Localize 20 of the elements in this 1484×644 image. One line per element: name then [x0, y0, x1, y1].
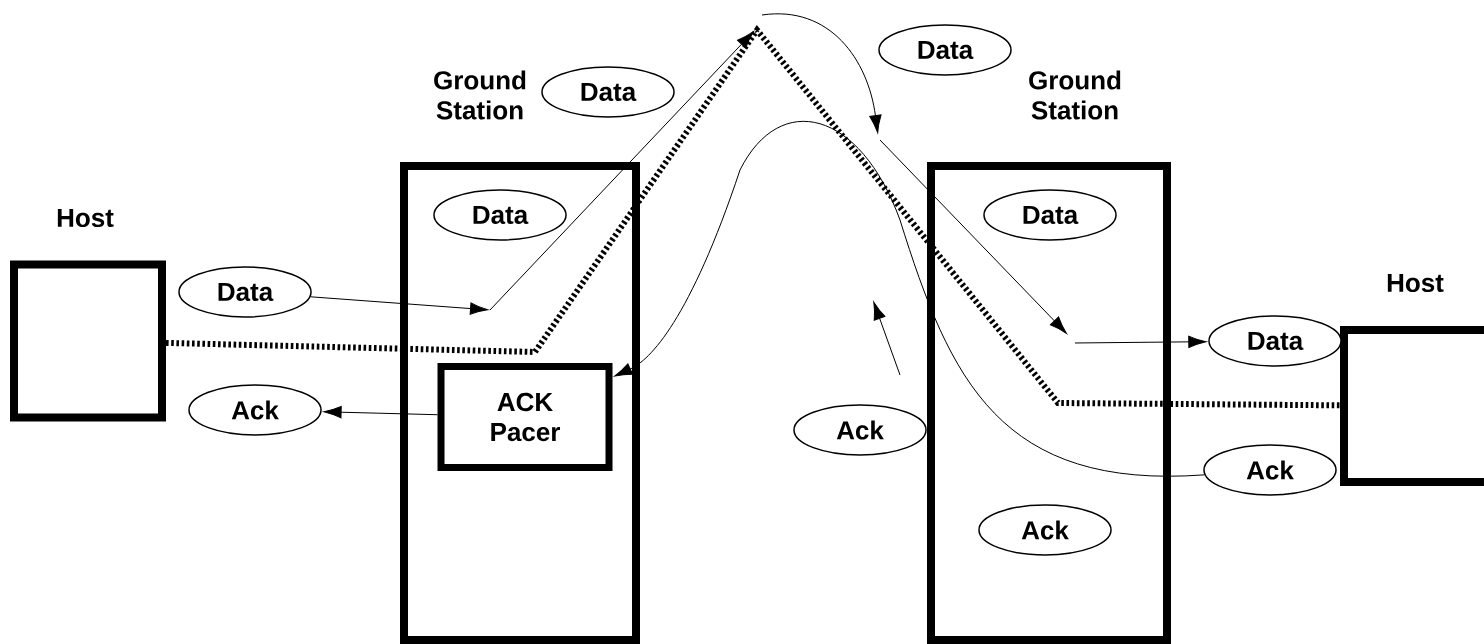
packet-bubble: Data: [983, 189, 1117, 241]
host-label: Host: [57, 208, 114, 228]
packet-bubble: Data: [433, 189, 567, 241]
packet-bubble: Data: [878, 24, 1012, 76]
arrow: [614, 120, 1205, 477]
arrow: [323, 406, 438, 419]
host-label: Host: [1387, 273, 1444, 293]
arrow: [1074, 335, 1207, 349]
station-label: Ground Station: [1029, 70, 1121, 120]
pacer-box: ACK Pacer: [437, 363, 613, 471]
hatched-link: [165, 24, 1341, 409]
packet-bubble: Ack: [1203, 444, 1337, 496]
packet-bubble: Ack: [978, 504, 1112, 556]
arrow: [310, 296, 489, 315]
packet-bubble: Data: [178, 266, 312, 318]
packet-bubble: Ack: [188, 384, 322, 436]
packet-bubble: Ack: [793, 404, 927, 456]
packet-bubble: Data: [541, 66, 675, 118]
packet-bubble: Data: [1208, 315, 1342, 367]
station-label: Ground Station: [434, 70, 526, 120]
